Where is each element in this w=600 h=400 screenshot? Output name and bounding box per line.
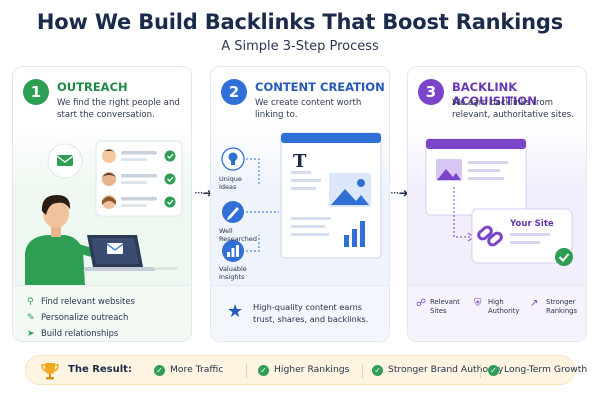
feature-item: ➤Build relationships [27, 328, 119, 339]
shield-icon: ⛨ [474, 298, 482, 309]
trending-up-icon: ↗ [530, 298, 539, 309]
result-separator [246, 364, 247, 378]
step-title: CONTENT CREATION [255, 80, 385, 94]
star-icon: ★ [227, 301, 244, 322]
result-item-more-traffic: ✓More Traffic [154, 364, 223, 376]
arrow-step2-to-step3: ···➜ [390, 186, 408, 200]
step-number-badge: 3 [418, 79, 444, 105]
page-subtitle: A Simple 3-Step Process [221, 39, 379, 54]
outreach-illustration [13, 125, 191, 285]
result-separator [480, 364, 481, 378]
step-description: We find the right people and start the c… [57, 98, 180, 120]
step-number-badge: 1 [23, 79, 49, 105]
your-site-card [471, 208, 573, 264]
bar-chart-icon [222, 240, 244, 262]
page-title: How We Build Backlinks That Boost Rankin… [36, 10, 564, 34]
email-bubble-icon [47, 143, 83, 179]
backlink-illustration: Your Site [408, 125, 586, 285]
step-description: We earn backlinks from relevant, authori… [452, 98, 574, 120]
person-at-laptop [25, 195, 178, 285]
result-bar: The Result: ✓More Traffic ✓Higher Rankin… [25, 355, 587, 385]
trophy-icon [41, 363, 59, 380]
result-item-higher-rankings: ✓Higher Rankings [258, 364, 349, 376]
document-title-letter: T [293, 151, 307, 172]
contact-list-panel [95, 140, 183, 217]
check-icon: ✓ [372, 365, 383, 376]
send-icon: ➤ [27, 329, 35, 339]
step-description: We create content worth linking to. [255, 98, 362, 120]
arrow-step1-to-step2: ···➜ [194, 186, 212, 200]
content-footer: ★ High-quality content earns trust, shar… [211, 285, 389, 341]
feature-item: ⚲Find relevant websites [27, 296, 135, 307]
source-site-window [425, 138, 527, 216]
content-footer-text: High-quality content earns trust, shares… [253, 302, 369, 324]
outreach-feature-list: ⚲Find relevant websites ✎Personalize out… [13, 285, 191, 341]
result-item-long-term-growth: ✓Long-Term Growth [488, 364, 587, 376]
step-card-outreach: 1 OUTREACH We find the right people and … [12, 66, 192, 342]
link-icon: ☍ [416, 298, 427, 309]
your-site-label: Your Site [510, 219, 554, 229]
check-icon: ✓ [258, 365, 269, 376]
step-number-badge: 2 [221, 79, 247, 105]
step-card-backlink-acquisition: 3 BACKLINK ACQUISITION We earn backlinks… [407, 66, 587, 342]
pen-icon [222, 201, 244, 223]
check-icon: ✓ [488, 365, 499, 376]
result-separator [362, 364, 363, 378]
check-icon: ✓ [154, 365, 165, 376]
feature-item: ✎Personalize outreach [27, 312, 129, 323]
document-window [280, 132, 382, 259]
user-edit-icon: ✎ [27, 313, 35, 323]
result-label: The Result: [68, 364, 132, 375]
step-title: OUTREACH [57, 80, 128, 94]
check-badge-icon [555, 248, 573, 266]
step-card-content-creation: 2 CONTENT CREATION We create content wor… [210, 66, 390, 342]
link-chain-icon [477, 225, 503, 247]
result-item-stronger-brand-authority: ✓Stronger Brand Authority [372, 364, 503, 376]
step-title: BACKLINK ACQUISITION [452, 80, 537, 108]
lightbulb-icon [221, 147, 245, 171]
search-icon: ⚲ [27, 297, 34, 307]
